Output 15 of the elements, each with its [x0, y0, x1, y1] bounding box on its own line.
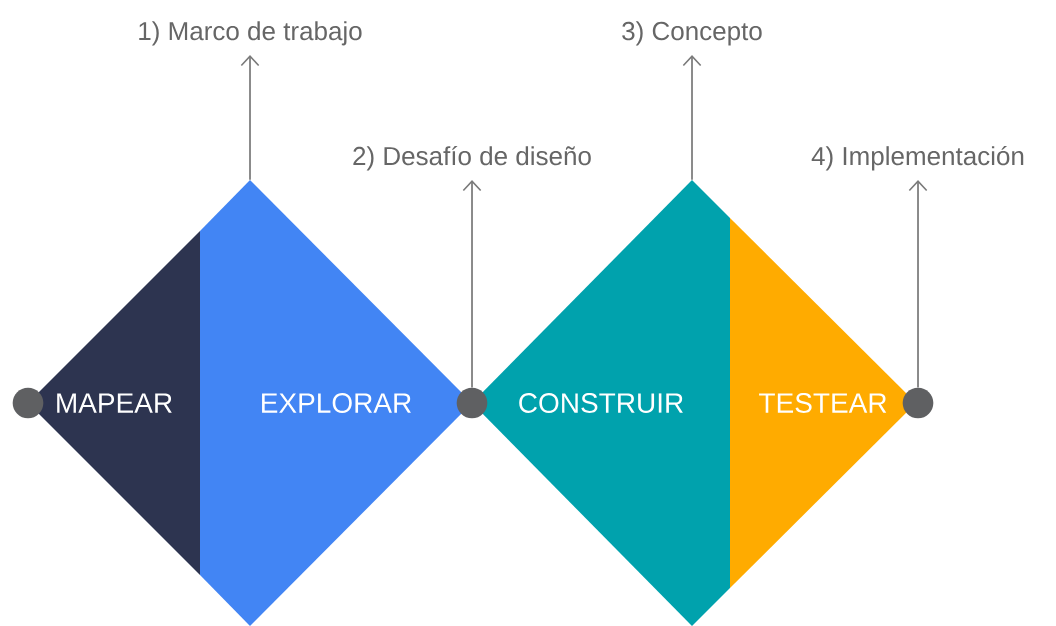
arrow — [240, 55, 260, 181]
milestone-label: 4) Implementación — [811, 145, 1024, 171]
diamond-segment: EXPLORAR — [200, 180, 472, 626]
junction-dot — [12, 387, 44, 419]
diamond-segment: MAPEAR — [28, 231, 200, 575]
junction-dot — [902, 387, 934, 419]
arrow — [908, 180, 928, 389]
arrow — [462, 180, 482, 389]
milestone-label: 2) Desafío de diseño — [353, 145, 591, 171]
diamond-segment: CONSTRUIR — [472, 180, 730, 626]
milestone-label: 3) Concepto — [622, 21, 762, 46]
junction-dot — [456, 387, 488, 419]
arrow — [682, 55, 702, 181]
milestone-label: 1) Marco de trabajo — [139, 21, 362, 46]
diamond-segment: TESTEAR — [730, 218, 916, 588]
